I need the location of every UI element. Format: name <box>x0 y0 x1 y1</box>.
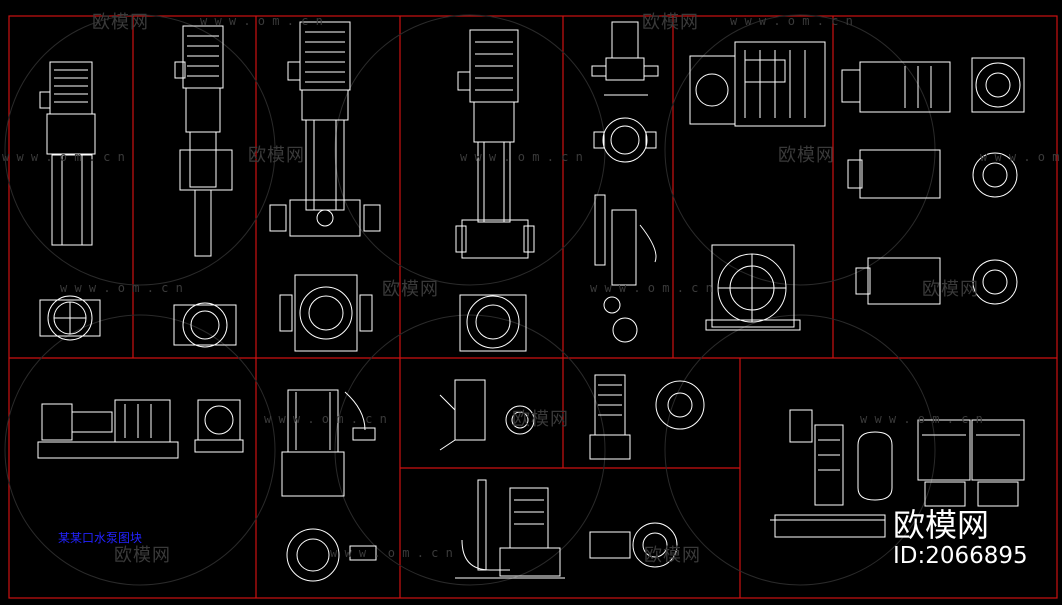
watermark-logo: 欧模网 <box>382 279 439 300</box>
pump-horizontal-motor <box>689 41 826 331</box>
brand-logo-text: 欧模网 <box>893 506 990 544</box>
watermark-url: w w w . o m . c n <box>264 412 387 426</box>
watermark-url: w w w . o m . c n <box>60 281 183 295</box>
pump-end-suction-group <box>841 57 1025 305</box>
watermark-url: w w w . o m . c n <box>330 546 453 560</box>
watermark-url: w w w . o m . c n <box>980 150 1062 164</box>
watermark-url: w w w . o m . c n <box>860 412 983 426</box>
watermark-logo: 欧模网 <box>248 145 305 166</box>
watermark-url: w w w . o m . c n <box>2 150 125 164</box>
watermark-logo: 欧模网 <box>92 12 149 33</box>
watermark-url: w w w . o m . c n <box>460 150 583 164</box>
booster-set <box>770 409 1025 538</box>
watermark-url: w w w . o m . c n <box>200 14 323 28</box>
watermark-logo: 欧模网 <box>922 279 979 300</box>
pump-submersible-small <box>594 194 657 343</box>
watermark-logo: 欧模网 <box>114 545 171 566</box>
watermark-logo: 欧模网 <box>512 409 569 430</box>
drawing-id-label: ID:2066895 <box>893 543 1028 569</box>
pump-submersible-float <box>281 389 377 582</box>
pump-vertical-4 <box>455 29 535 352</box>
watermark-logo: 欧模网 <box>778 145 835 166</box>
pump-vertical-1 <box>39 61 101 341</box>
pump-vertical-2 <box>173 25 237 348</box>
pump-sewage-autocoupling <box>455 479 678 579</box>
watermark-logo: 欧模网 <box>644 545 701 566</box>
drawing-title-label: 某某口水泵图块 <box>58 531 143 545</box>
pump-inline-small <box>591 21 659 163</box>
watermark-logo: 欧模网 <box>642 12 699 33</box>
watermark-url: w w w . o m . c n <box>730 14 853 28</box>
watermark-url: w w w . o m . c n <box>590 281 713 295</box>
pump-horizontal-baseplate <box>37 399 244 459</box>
pump-sewage-group <box>439 374 705 460</box>
pump-vertical-3 <box>269 21 381 352</box>
frame-grid <box>8 15 1058 599</box>
